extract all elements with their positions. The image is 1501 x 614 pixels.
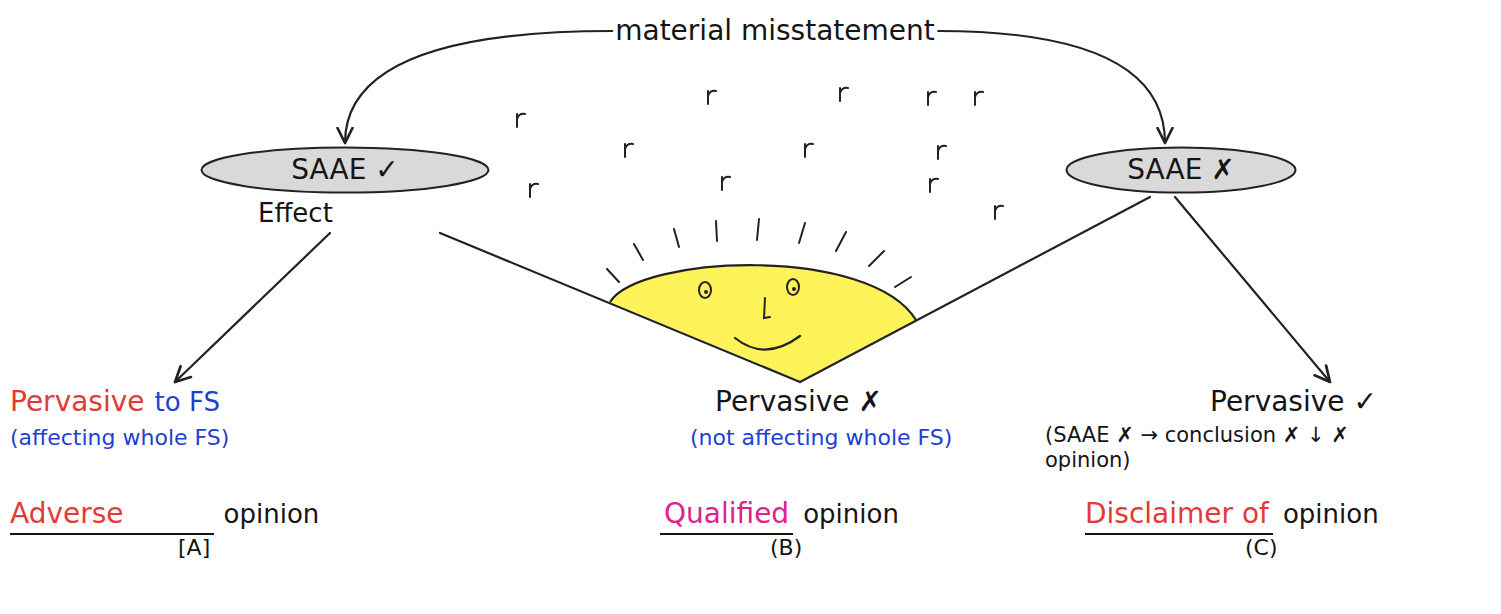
connector [440, 233, 800, 382]
opinion-word: opinion [224, 499, 320, 530]
heading-node: material misstatement [615, 14, 935, 48]
text-row: (SAAE ✗ → conclusion ✗ ↓ ✗ opinion) [1045, 423, 1379, 473]
condition-ellipse: SAAE ✓ Effect [200, 146, 490, 230]
text-row: (not affecting whole FS) [690, 425, 952, 451]
sun-smile [735, 336, 800, 350]
sun-eye [787, 279, 799, 295]
ellipse-text: SAAE ✓ [291, 153, 398, 187]
ellipse-text: SAAE ✗ [1127, 153, 1234, 187]
outcome-group: Pervasive ✓ (SAAE ✗ → conclusion ✗ ↓ ✗ op… [1045, 385, 1379, 562]
heading-text: material misstatement [615, 14, 935, 48]
note-text: (SAAE ✗ → conclusion ✗ ↓ ✗ opinion) [1045, 423, 1379, 473]
text-row: (B) [770, 535, 802, 561]
connector [175, 233, 330, 382]
note-text: to FS [155, 387, 220, 418]
text-row: SAAE ✓ [291, 153, 398, 187]
option-letter: [A] [178, 535, 210, 561]
sun-fill [610, 265, 916, 381]
connector [345, 31, 612, 143]
effect-text: Effect [258, 198, 333, 229]
text-row: material misstatement [615, 14, 935, 48]
text-row: Qualified opinion [660, 497, 899, 535]
sun-nose [764, 298, 770, 318]
sun-rays [607, 219, 911, 287]
outcome-group: Pervasive ✗ (not affecting whole FS) Quali… [660, 385, 953, 562]
opinion-word: opinion [1283, 499, 1379, 530]
text-row: Pervasive to FS [10, 385, 220, 419]
text-row: Adverse opinion [10, 497, 319, 535]
text-row: Pervasive ✓ [1210, 385, 1377, 419]
connector [938, 31, 1165, 143]
text-row: [A] [178, 535, 210, 561]
pervasive-text: Pervasive ✗ [715, 385, 882, 419]
sun-arc [610, 265, 916, 320]
sun-eye [699, 282, 711, 298]
connector [800, 197, 1150, 382]
rain-marks [517, 88, 1003, 219]
opinion-word: opinion [803, 499, 899, 530]
text-row: (C) [1245, 535, 1278, 561]
sun-pupil [792, 287, 796, 291]
text-row: Disclaimer of opinion [1085, 497, 1379, 535]
pervasive-text: Pervasive [10, 385, 145, 419]
text-row: (affecting whole FS) [10, 425, 229, 451]
pervasive-text: Pervasive ✓ [1210, 385, 1377, 419]
opinion-type: Adverse [10, 497, 214, 535]
note-text: (not affecting whole FS) [690, 425, 952, 451]
connector [1175, 197, 1330, 382]
note-text: (affecting whole FS) [10, 425, 229, 451]
text-row: Pervasive ✗ [715, 385, 882, 419]
text-row: Effect [258, 198, 333, 229]
ellipse-outline [202, 148, 489, 193]
condition-ellipse: SAAE ✗ [1065, 146, 1297, 194]
outcome-group: Pervasive to FS (affecting whole FS) Advers… [10, 385, 320, 562]
opinion-type: Qualified [660, 497, 793, 535]
opinion-type: Disclaimer of [1085, 497, 1273, 535]
text-row: SAAE ✗ [1127, 153, 1234, 187]
option-letter: (C) [1245, 535, 1278, 561]
sun-pupil [704, 290, 708, 294]
ellipse-outline [1067, 148, 1296, 193]
option-letter: (B) [770, 535, 802, 561]
